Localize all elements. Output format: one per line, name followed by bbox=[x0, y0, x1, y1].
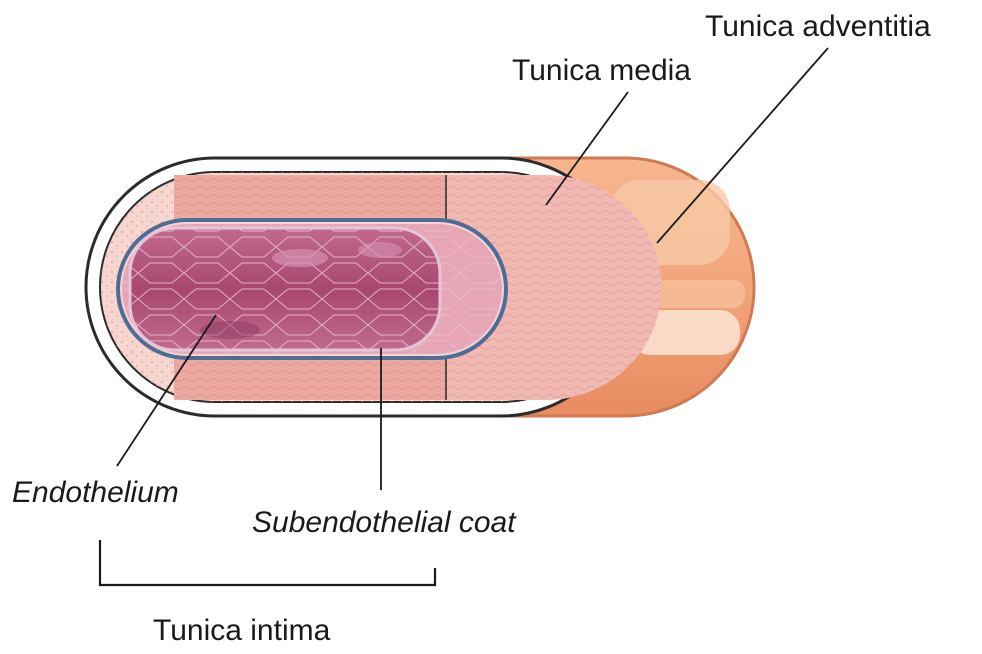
label-tunica-intima: Tunica intima bbox=[153, 616, 330, 646]
label-subendothelial-coat: Subendothelial coat bbox=[252, 508, 516, 538]
label-tunica-adventitia: Tunica adventitia bbox=[705, 12, 931, 42]
label-endothelium: Endothelium bbox=[12, 478, 179, 508]
label-tunica-media: Tunica media bbox=[512, 56, 691, 86]
endothelium-layer bbox=[130, 228, 440, 350]
tunica-intima-bracket bbox=[100, 540, 435, 585]
